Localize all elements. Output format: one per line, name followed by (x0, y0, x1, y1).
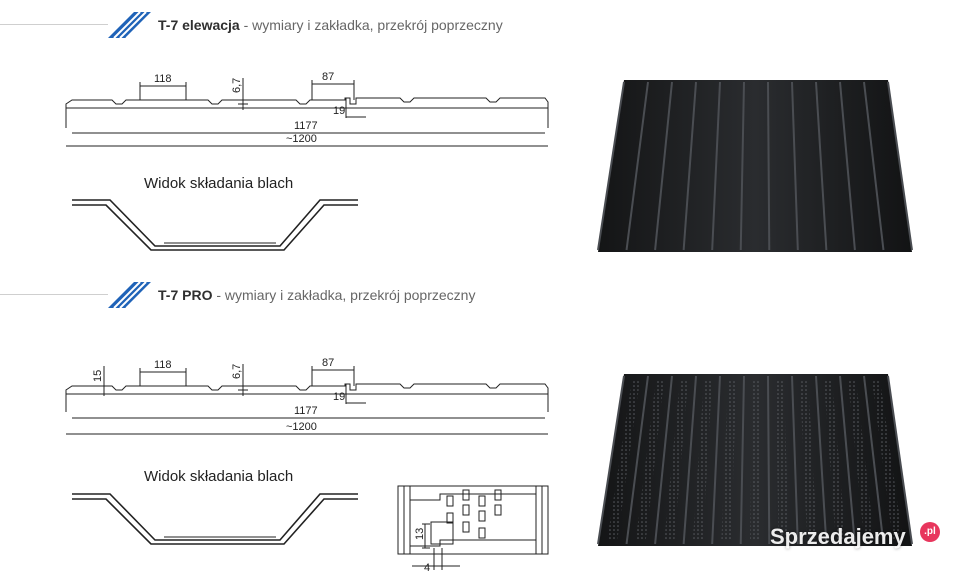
section-2-title: T-7 PRO - wymiary i zakładka, przekrój p… (158, 287, 475, 303)
fold-view-2 (72, 493, 358, 545)
sheet-perforation (635, 380, 664, 540)
section-2-subtitle: - wymiary i zakładka, przekrój poprzeczn… (212, 287, 476, 303)
sheet-rib (887, 81, 913, 251)
roof-sheet-logo-icon (108, 281, 153, 309)
detail-hole-width: 4 (424, 562, 430, 574)
sheet-rib (791, 375, 799, 545)
section-1-title: T-7 elewacja - wymiary i zakładka, przek… (158, 17, 503, 33)
sheet-rib (815, 81, 828, 251)
sheet-perforation (664, 380, 688, 540)
sheet-rib (682, 375, 697, 545)
detail-hole-height: 13 (414, 528, 426, 540)
sheet-perforation (800, 380, 818, 540)
watermark-text: Sprzedajemy (770, 524, 906, 549)
sheet-rib (863, 375, 885, 545)
section-1-subtitle: - wymiary i zakładka, przekrój poprzeczn… (239, 17, 503, 33)
dim-2-total: ~1200 (286, 421, 317, 433)
dim-2-height: 6,7 (231, 364, 243, 379)
profile-1-cross-section (65, 78, 549, 147)
sheet-perforation (872, 380, 903, 540)
sheet-rib (839, 81, 856, 251)
perforation-detail (397, 485, 549, 570)
sheet-perforation (776, 380, 789, 540)
dim-2-effective: 1177 (294, 405, 318, 417)
dim-2-overlap-depth: 19 (333, 391, 345, 403)
dim-2-overlap: 87 (322, 357, 334, 369)
dim-1-overlap-depth: 19 (333, 105, 345, 117)
sheet-rib (767, 81, 771, 251)
sheet-rib (815, 375, 828, 545)
sheet-perforation (750, 380, 760, 540)
sheet-perforation (824, 380, 846, 540)
fold-caption-2: Widok składania blach (144, 468, 293, 485)
sheet-rib (711, 375, 721, 545)
watermark-badge: .pl (920, 522, 940, 542)
sheet-perforation (692, 380, 712, 540)
sheet-rib (863, 81, 885, 251)
sheet-rib (791, 81, 799, 251)
header-rule-2 (0, 294, 108, 295)
roof-sheet-logo-icon (108, 11, 153, 39)
dim-2-edge: 15 (92, 370, 104, 382)
sheet-rib (654, 375, 673, 545)
sheet-rib (625, 81, 649, 251)
sheet-rib (625, 375, 649, 545)
profile-2-cross-section (65, 364, 549, 435)
sheet-perforation (721, 380, 736, 540)
sheet-perforation (607, 380, 640, 540)
sheet-rib (767, 375, 771, 545)
dim-1-rib-width: 118 (154, 73, 172, 85)
sheet-rib (597, 375, 625, 545)
sheet-rib (597, 81, 625, 251)
section-2-product: T-7 PRO (158, 287, 213, 303)
sheet-rib (711, 81, 721, 251)
sheet-rib (739, 81, 745, 251)
sheet-rib (654, 81, 673, 251)
sheet-rib (739, 375, 745, 545)
dim-1-effective: 1177 (294, 120, 318, 132)
dim-1-total: ~1200 (286, 133, 317, 145)
sheet-perforation (848, 380, 875, 540)
section-1-product: T-7 elewacja (158, 17, 240, 33)
fold-view-1 (72, 199, 358, 251)
sheet-rib (839, 375, 856, 545)
fold-caption-1: Widok składania blach (144, 175, 293, 192)
dim-2-rib-width: 118 (154, 359, 172, 371)
sheet-image-t7-pro (597, 374, 913, 546)
sheet-image-t7-elewacja (597, 80, 913, 252)
header-rule-1 (0, 24, 108, 25)
dim-1-height: 6,7 (231, 78, 243, 93)
sheet-rib (682, 81, 697, 251)
dim-1-overlap: 87 (322, 71, 334, 83)
sheet-rib (887, 375, 913, 545)
